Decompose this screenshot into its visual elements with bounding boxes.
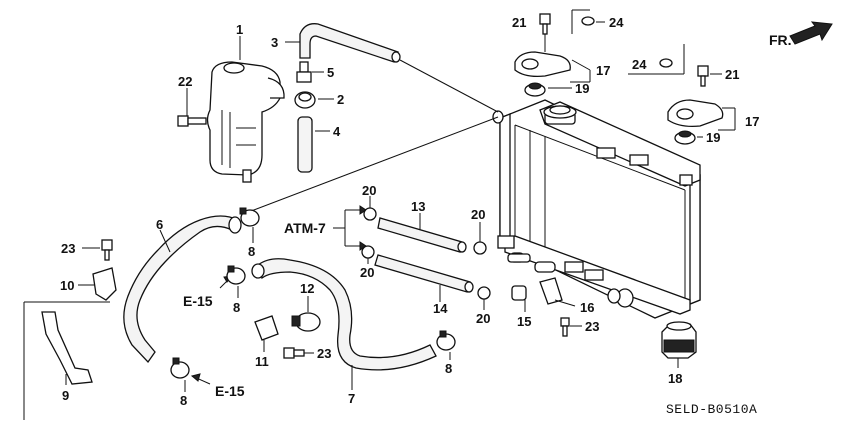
part-label-10: 10 [60, 278, 74, 293]
bracket-9 [41, 311, 93, 385]
overflow-hose-3 [299, 23, 401, 63]
ref-front: FR. [769, 32, 792, 48]
part-label-22: 22 [178, 74, 192, 89]
part-label-9: 9 [62, 388, 69, 403]
part-label-11: 11 [255, 354, 269, 369]
part-label-12: 12 [300, 281, 314, 296]
hose-clamp-8-d [436, 330, 456, 351]
part-label-6: 6 [156, 217, 163, 232]
fitting-5 [296, 61, 312, 83]
hose-clamp-8-c [226, 265, 246, 285]
clip-20-c [473, 241, 487, 255]
part-label-17-b: 17 [745, 114, 759, 129]
atf-hose-13 [377, 217, 467, 253]
bolt-21-lower [697, 65, 709, 87]
part-label-8-b: 8 [180, 393, 187, 408]
ref-atm-7: ATM-7 [284, 220, 326, 236]
ref-e15-middle: E-15 [183, 293, 213, 309]
part-label-14: 14 [433, 301, 448, 316]
nut-24-lower [659, 58, 673, 68]
part-label-23-b: 23 [317, 346, 331, 361]
part-label-8-d: 8 [445, 361, 452, 376]
bracket-16 [539, 277, 563, 305]
rubber-mount-19-lower [674, 130, 696, 145]
reserve-tank [206, 61, 285, 183]
atf-hose-14 [374, 254, 474, 293]
part-label-21-a: 21 [512, 15, 526, 30]
ref-e15-bottom: E-15 [215, 383, 245, 399]
part-label-8-a: 8 [248, 244, 255, 259]
radiator [492, 99, 701, 319]
part-label-4: 4 [333, 124, 341, 139]
part-label-8-c: 8 [233, 300, 240, 315]
bolt-23-right [560, 317, 570, 337]
part-label-24-b: 24 [632, 57, 647, 72]
bolt-21-upper [539, 13, 551, 35]
part-label-24-a: 24 [609, 15, 624, 30]
clip-20-a [363, 207, 377, 221]
part-label-23-c: 23 [585, 319, 599, 334]
part-label-3: 3 [271, 35, 278, 50]
part-label-17-a: 17 [596, 63, 610, 78]
part-label-7: 7 [348, 391, 355, 406]
bolt-23-center [283, 347, 305, 359]
part-label-21-b: 21 [725, 67, 739, 82]
nut-24-upper [581, 16, 595, 26]
part-label-20-c: 20 [471, 207, 485, 222]
part-label-19-a: 19 [575, 81, 589, 96]
part-label-15: 15 [517, 314, 531, 329]
part-label-2: 2 [337, 92, 344, 107]
upper-hose-6 [123, 215, 242, 364]
hose-clip-10 [92, 267, 117, 301]
rubber-mount-19-upper [524, 82, 546, 97]
hose-clip-11 [254, 315, 279, 341]
bolt-22 [177, 115, 207, 127]
clip-20-b [361, 245, 375, 259]
part-label-20-b: 20 [360, 265, 374, 280]
mount-bracket-17-upper [514, 51, 571, 78]
bolt-23-left [101, 239, 113, 261]
part-label-1: 1 [236, 22, 243, 37]
clip-20-d [477, 286, 491, 300]
hose-4 [297, 116, 313, 173]
lower-mount-18 [661, 321, 697, 359]
part-label-13: 13 [411, 199, 425, 214]
part-label-5: 5 [327, 65, 334, 80]
radiator-cap [543, 105, 577, 125]
lower-hose-7 [251, 258, 437, 371]
hose-clamp-12 [291, 312, 321, 332]
mount-bracket-17-lower [667, 99, 724, 128]
part-label-16: 16 [580, 300, 594, 315]
nut-2 [294, 91, 316, 109]
hose-clamp-8-a [239, 207, 260, 227]
part-label-20-a: 20 [362, 183, 376, 198]
part-label-20-d: 20 [476, 311, 490, 326]
hose-clamp-8-b [170, 357, 190, 379]
part-label-18: 18 [668, 371, 682, 386]
part-label-19-b: 19 [706, 130, 720, 145]
diagram-code: SELD-B0510A [666, 402, 757, 417]
front-direction-arrow [789, 21, 833, 45]
part-label-23-a: 23 [61, 241, 75, 256]
